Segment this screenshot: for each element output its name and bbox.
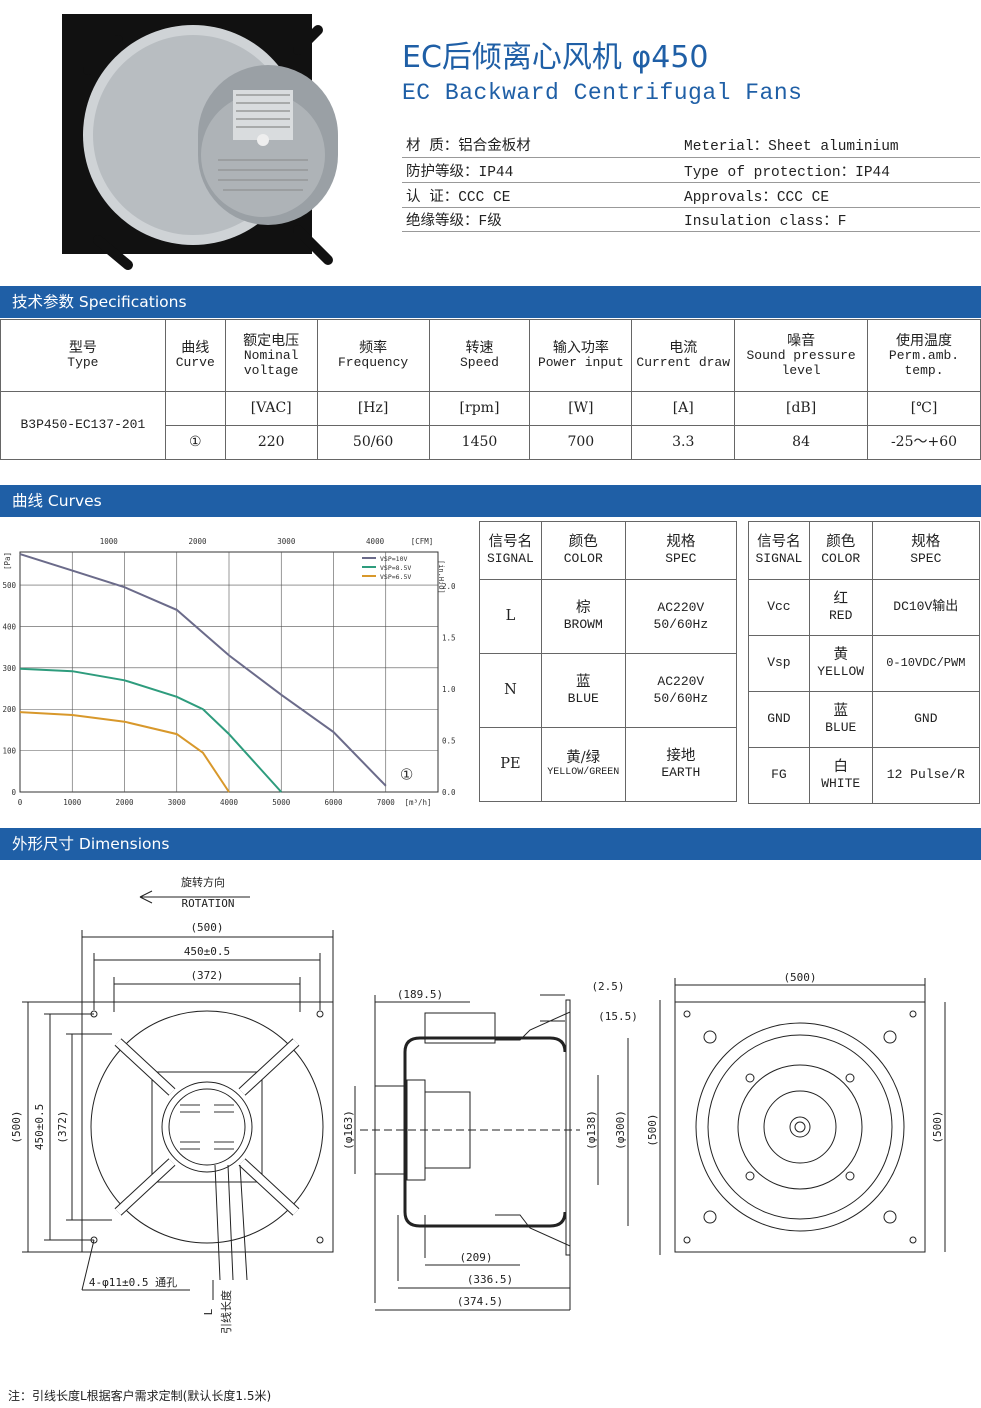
- series-line: [19, 553, 387, 787]
- y-tick-label: 500: [2, 581, 16, 590]
- dimension-drawing: 旋转方向 ROTATION (500) 450±0.5 (372) (500) …: [10, 875, 946, 1334]
- x-tick-label: 5000: [272, 798, 291, 807]
- x-tick-label: 4000: [220, 798, 239, 807]
- svg-text:(374.5): (374.5): [457, 1295, 503, 1308]
- svg-text:(φ300): (φ300): [614, 1110, 627, 1150]
- x-tick-label: 3000: [168, 798, 187, 807]
- right-tick-label: 1.0: [442, 685, 456, 694]
- svg-text:(336.5): (336.5): [467, 1273, 513, 1286]
- model-cell: B3P450-EC137-201: [0, 391, 166, 460]
- svg-text:(500): (500): [10, 1110, 23, 1143]
- right-tick-label: 0.0: [442, 788, 456, 797]
- y-tick-label: 0: [11, 788, 16, 797]
- svg-text:(372): (372): [190, 969, 223, 982]
- product-photo: [62, 14, 338, 270]
- svg-text:(189.5): (189.5): [397, 988, 443, 1001]
- y-axis-label: [Pa]: [3, 552, 12, 570]
- top-tick-label: 3000: [277, 537, 296, 546]
- svg-text:(500): (500): [931, 1110, 944, 1143]
- svg-text:引线长度: 引线长度: [219, 1290, 233, 1334]
- svg-text:(φ138): (φ138): [585, 1110, 598, 1150]
- y-tick-label: 200: [2, 705, 16, 714]
- y-tick-label: 400: [2, 622, 16, 631]
- x-tick-label: 2000: [115, 798, 134, 807]
- curves-banner: 曲线 Curves: [0, 485, 981, 517]
- x-axis-label: [m³/h]: [404, 798, 431, 807]
- page-subtitle: EC Backward Centrifugal Fans: [402, 80, 803, 106]
- legend-label: VSP=6.5V: [380, 573, 411, 581]
- x-tick-label: 0: [18, 798, 23, 807]
- top-axis-label: [CFM]: [411, 537, 434, 546]
- top-tick-label: 1000: [100, 537, 119, 546]
- svg-text:(372): (372): [56, 1110, 69, 1143]
- x-tick-label: 6000: [324, 798, 343, 807]
- spec-banner: 技术参数 Specifications: [0, 286, 981, 318]
- performance-chart: 0 1000 2000 3000 4000 5000 6000 7000 0 100 200 300 4…: [2, 537, 456, 807]
- top-tick-label: 4000: [366, 537, 385, 546]
- svg-text:L: L: [202, 1308, 215, 1315]
- rotation-arrow: [139, 890, 250, 904]
- svg-text:(500): (500): [783, 971, 816, 984]
- right-tick-label: 2.0: [442, 582, 456, 591]
- legend-label: VSP=8.5V: [380, 564, 411, 572]
- series-line: [19, 667, 283, 793]
- page-title: EC后倾离心风机 φ450: [402, 40, 709, 75]
- series-line: [19, 711, 230, 793]
- rotation-label-cn: 旋转方向: [181, 875, 225, 889]
- x-tick-label: 1000: [63, 798, 82, 807]
- svg-text:450±0.5: 450±0.5: [184, 945, 230, 958]
- svg-text:(2.5): (2.5): [591, 980, 624, 993]
- x-tick-label: 7000: [377, 798, 396, 807]
- y-tick-label: 300: [2, 664, 16, 673]
- svg-text:(209): (209): [459, 1251, 492, 1264]
- front-view-plate: [81, 1001, 334, 1253]
- svg-text:(500): (500): [646, 1113, 659, 1146]
- back-view-plate: [674, 1001, 926, 1253]
- svg-text:(15.5): (15.5): [598, 1010, 638, 1023]
- legend-label: VSP=10V: [380, 555, 407, 563]
- rotation-label-en: ROTATION: [182, 897, 235, 910]
- table-row: ① 220 50/60 1450 700 3.3 84 -25～+60: [1, 425, 981, 460]
- svg-text:(φ163): (φ163): [342, 1110, 355, 1150]
- footnote: 注：引线长度L根据客户需求定制(默认长度1.5米): [8, 1389, 272, 1403]
- dimensions-banner: 外形尺寸 Dimensions: [0, 828, 981, 860]
- right-axis-label: [in.H₂O]: [437, 560, 445, 594]
- svg-text:4-φ11±0.5 通孔: 4-φ11±0.5 通孔: [89, 1276, 177, 1289]
- right-tick-label: 0.5: [442, 736, 456, 745]
- top-tick-label: 2000: [189, 537, 208, 546]
- y-tick-label: 100: [2, 747, 16, 756]
- curve-marker: ①: [400, 766, 413, 784]
- svg-text:(500): (500): [190, 921, 223, 934]
- right-tick-label: 1.5: [442, 633, 456, 642]
- svg-text:450±0.5: 450±0.5: [33, 1104, 46, 1150]
